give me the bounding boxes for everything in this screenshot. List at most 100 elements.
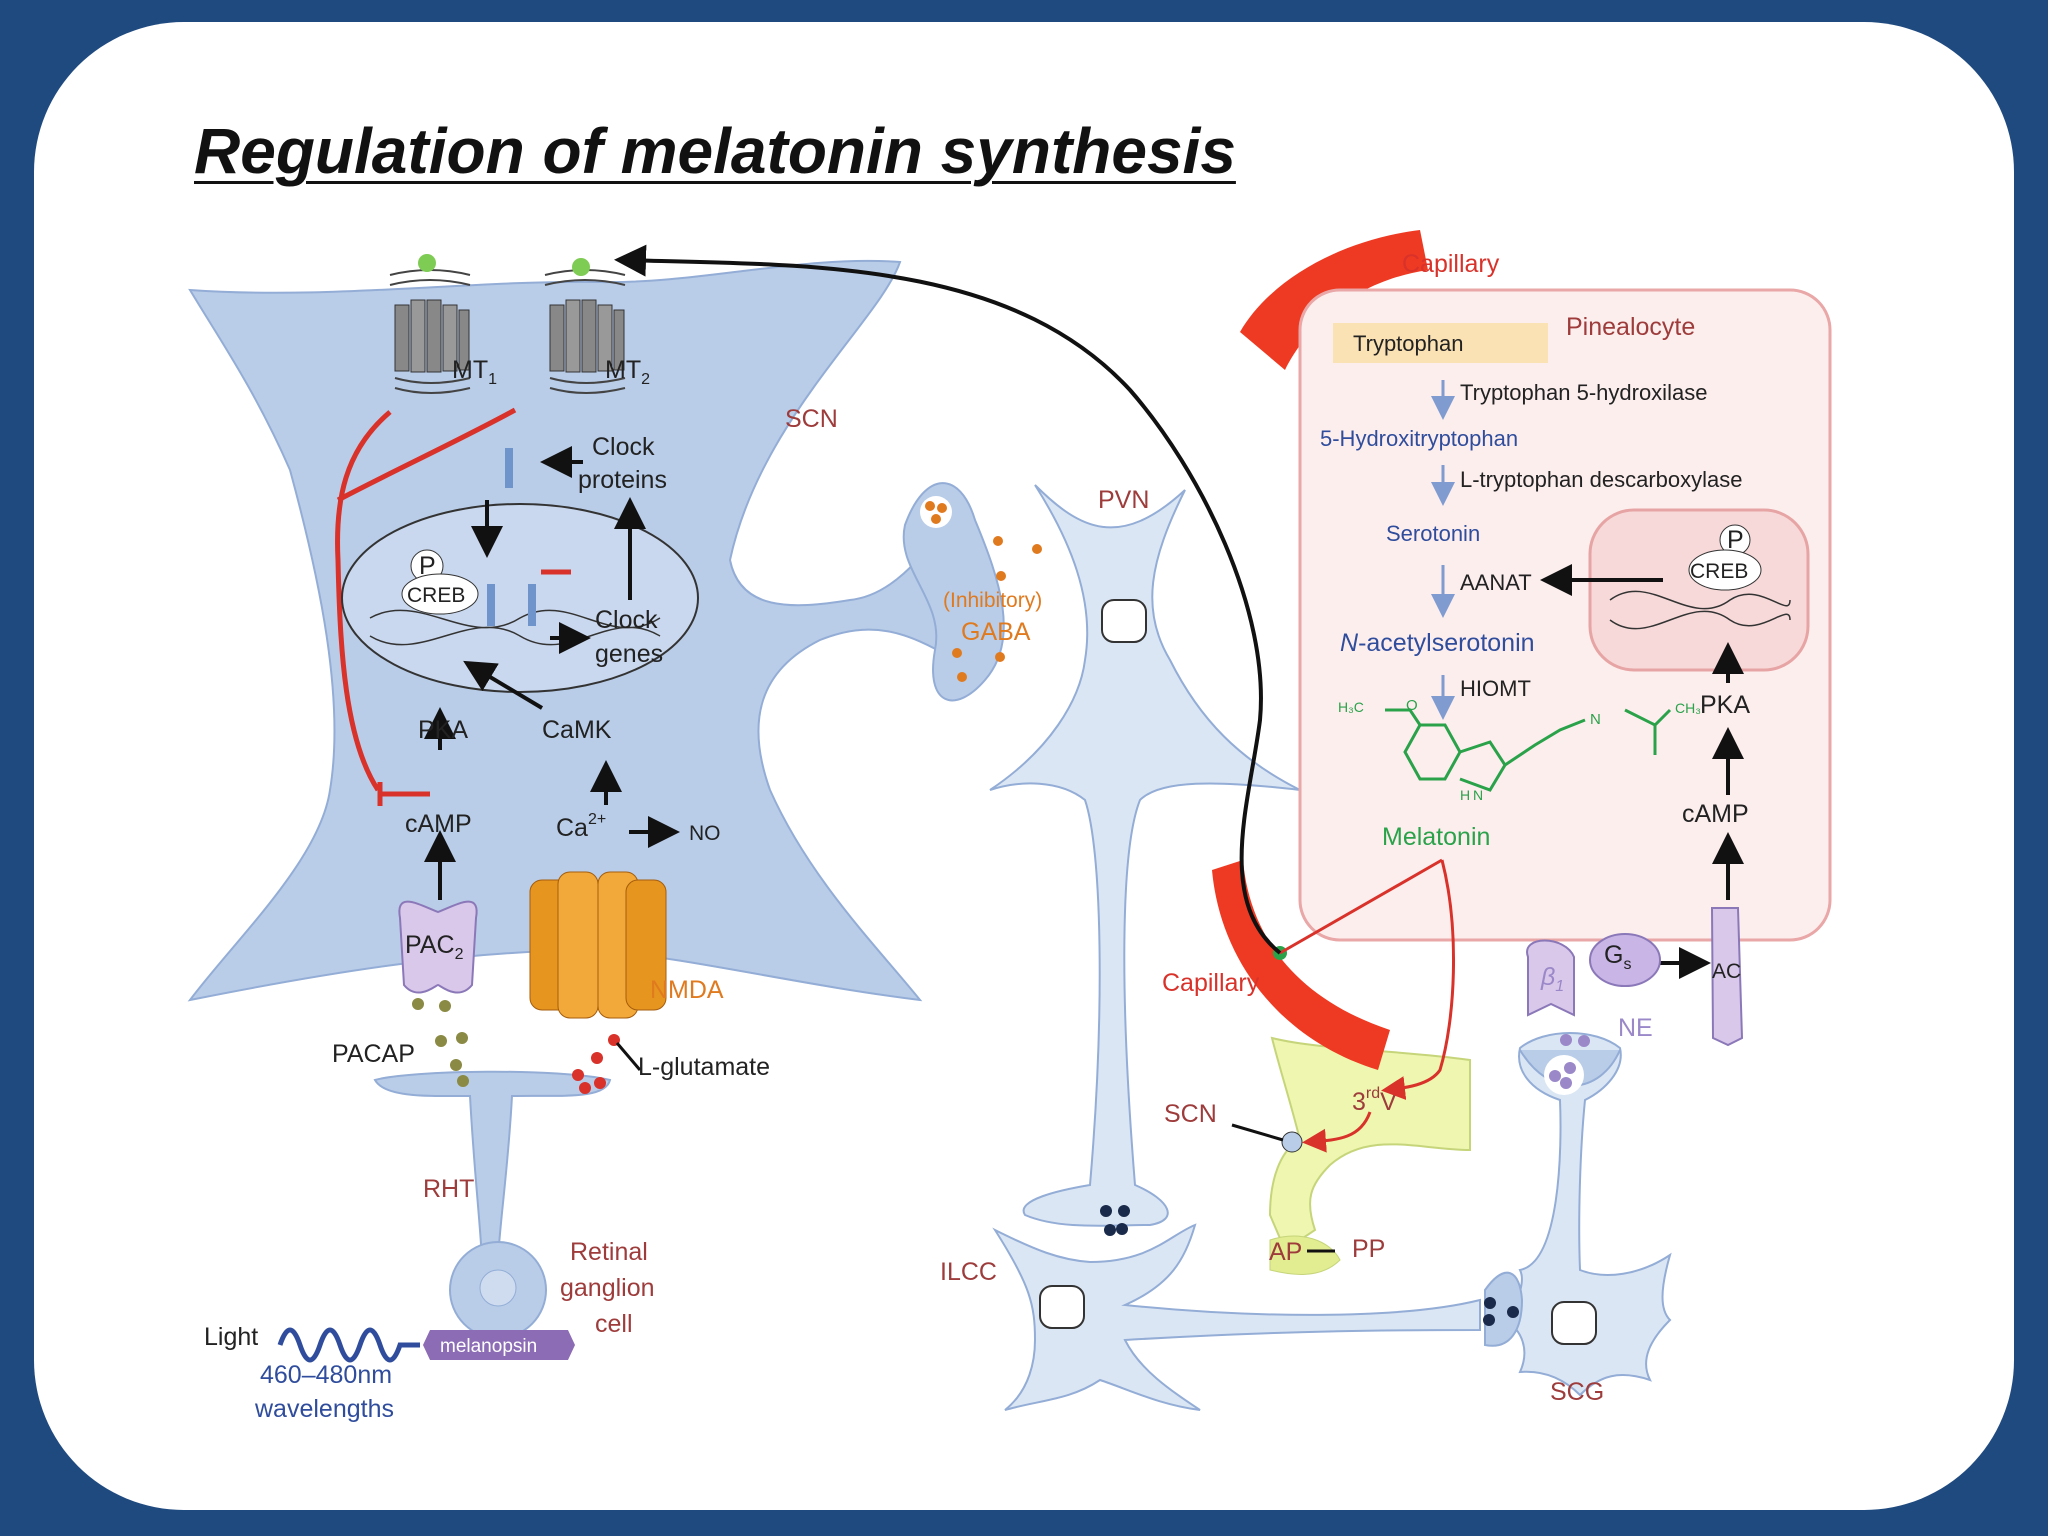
mt2-label: MT2	[605, 356, 650, 388]
pineal-dna-helix	[1609, 590, 1791, 630]
melanopsin-bar	[423, 1330, 575, 1360]
mt1-inhibition-line	[335, 410, 392, 792]
gs-label: Gs	[1604, 941, 1631, 973]
p-label: P	[419, 552, 436, 580]
mt1-label: MT1	[452, 356, 497, 388]
pituitary	[1269, 1235, 1341, 1275]
wavelength-label-2: wavelengths	[254, 1395, 394, 1423]
n-ring-label: N	[1473, 787, 1483, 803]
tryptophan-box	[1333, 323, 1548, 363]
hiomt-label: HIOMT	[1460, 676, 1531, 701]
ch3-label: CH₃	[1675, 700, 1701, 716]
light-wave-icon	[277, 1327, 420, 1363]
retinal-label-3: cell	[595, 1310, 633, 1338]
no-label: NO	[689, 822, 721, 845]
scn-brain-pointer	[1231, 1123, 1284, 1142]
ilcc-label: ILCC	[940, 1258, 997, 1286]
h3c-label: H₃C	[1338, 699, 1364, 715]
ca-label: Ca2+	[556, 811, 606, 842]
scn-nucleus-dot	[1281, 1131, 1303, 1153]
transcription-markers	[487, 584, 536, 626]
pka-label: PKA	[418, 716, 468, 744]
dna-helix	[369, 609, 661, 646]
ap-label: AP	[1269, 1238, 1302, 1266]
retinal-label-2: ganglion	[560, 1274, 655, 1302]
scg-input-dots	[1483, 1297, 1519, 1326]
creb-label: CREB	[407, 584, 465, 607]
pacap-dots	[412, 998, 469, 1087]
ilcc-scg-synapse	[1484, 1271, 1524, 1347]
pacap-label: PACAP	[332, 1040, 415, 1068]
enzyme-2-label: L-tryptophan descarboxylase	[1460, 467, 1743, 492]
creb-blob	[401, 573, 479, 615]
camp-inhibition-bar	[377, 782, 430, 806]
melatonin-to-ventricle	[1381, 859, 1455, 1100]
ilcc-nucleus	[1039, 1285, 1085, 1329]
clock-genes-label-2: genes	[595, 640, 663, 668]
wavelength-label-1: 460–480nm	[260, 1361, 392, 1389]
melatonin-to-capillary	[1279, 858, 1443, 955]
pac2-label: PAC2	[405, 931, 464, 963]
pka2-label: PKA	[1700, 691, 1750, 719]
camk-label: CaMK	[542, 716, 612, 744]
beta1-label: β1	[1540, 963, 1564, 995]
melanopsin-label: melanopsin	[440, 1336, 537, 1357]
rht-label: RHT	[423, 1175, 474, 1203]
mt1-receptor-icon	[389, 254, 471, 394]
acetylserotonin-label: N-acetylserotonin	[1340, 629, 1535, 657]
melatonin-label: Melatonin	[1382, 823, 1490, 851]
capillary-bottom-label: Capillary	[1162, 969, 1260, 997]
clock-protein-marker	[505, 448, 513, 488]
slide-title: Regulation of melatonin synthesis	[194, 115, 1236, 187]
creb2-blob	[1688, 549, 1762, 591]
nh-label: N	[1590, 711, 1601, 728]
rht-axon	[373, 1070, 612, 1261]
gaba-label: GABA	[961, 618, 1031, 646]
mt2-inhibition-line	[336, 407, 517, 503]
scg-label: SCG	[1550, 1378, 1604, 1406]
serotonin-label: Serotonin	[1386, 521, 1480, 546]
capillary-top-label: Capillary	[1402, 250, 1500, 278]
pp-label: PP	[1352, 1235, 1385, 1263]
scn-pathway-arrows	[424, 446, 680, 900]
scn-brain-label: SCN	[1164, 1100, 1217, 1128]
l-glutamate-label: L-glutamate	[638, 1053, 770, 1081]
clock-proteins-label-1: Clock	[592, 433, 655, 461]
scg-nucleus	[1551, 1301, 1597, 1345]
ne-dots	[1549, 1034, 1590, 1089]
retinal-label-1: Retinal	[570, 1238, 648, 1266]
p2-label: P	[1727, 526, 1744, 554]
ac-label: AC	[1712, 960, 1741, 983]
camp-label: cAMP	[405, 810, 472, 838]
pinealocyte-label: Pinealocyte	[1566, 313, 1695, 341]
melatonin-structure	[1385, 708, 1672, 792]
aanat-label: AANAT	[1460, 570, 1532, 595]
creb2-label: CREB	[1690, 560, 1748, 583]
inhibitory-label: (Inhibitory)	[943, 589, 1042, 612]
pvn-terminal-dots	[1100, 1205, 1130, 1236]
creb-compartment	[1588, 508, 1810, 672]
ganglion-nucleus	[479, 1269, 517, 1307]
h-ring-label: H	[1460, 787, 1470, 803]
mt2-receptor-icon	[544, 258, 626, 394]
enzyme-1-label: Tryptophan 5-hydroxilase	[1460, 380, 1707, 405]
capillary-bottom	[1212, 860, 1390, 1070]
gs-protein	[1589, 933, 1661, 987]
gaba-terminal	[902, 482, 1005, 702]
o-label: O	[1406, 697, 1418, 714]
ne-label: NE	[1618, 1014, 1653, 1042]
pvn-nucleus	[1101, 599, 1147, 643]
pac2-receptor	[398, 900, 478, 994]
ilcc-neuron	[992, 1223, 1481, 1411]
hydroxytryptophan-label: 5-Hydroxitryptophan	[1320, 426, 1518, 451]
pvn-label: PVN	[1098, 486, 1149, 514]
beta1-receptor	[1526, 939, 1575, 1017]
clock-proteins-label-2: proteins	[578, 466, 667, 494]
tryptophan-label: Tryptophan	[1353, 331, 1463, 356]
light-label: Light	[204, 1323, 258, 1351]
nmda-channel	[529, 871, 667, 1019]
glutamate-pointer	[615, 1042, 642, 1071]
scg-neuron	[1503, 1032, 1672, 1397]
melatonin-feedback-arrow	[614, 244, 1282, 955]
